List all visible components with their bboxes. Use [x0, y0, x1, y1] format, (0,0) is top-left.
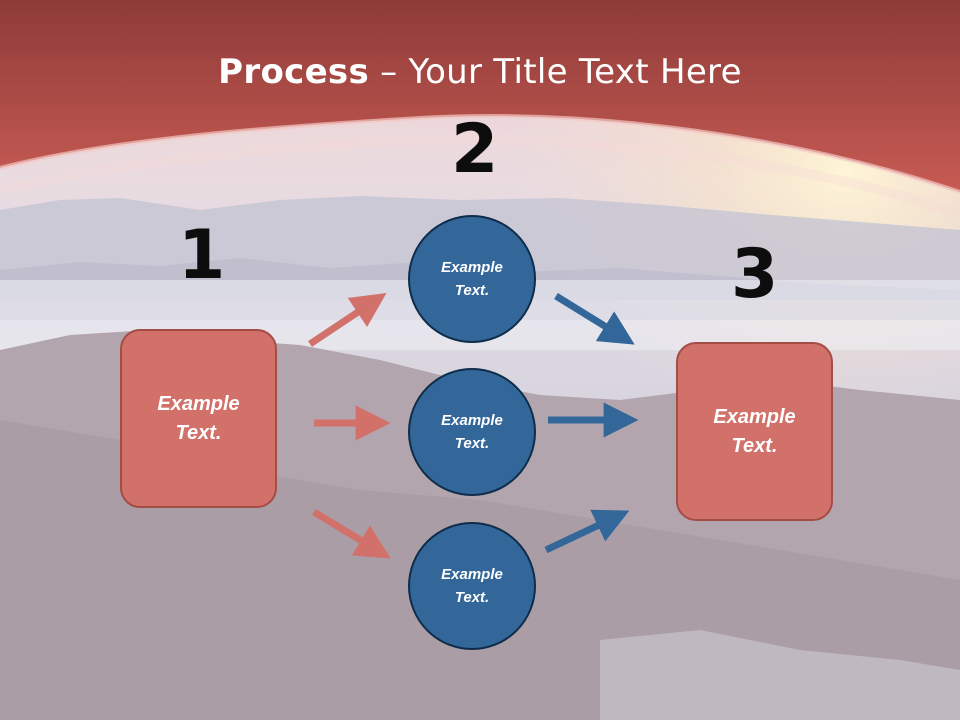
step-3-box: Example Text. — [676, 342, 833, 521]
step-3-number: 3 — [731, 235, 779, 314]
arrow-2a-to-3 — [554, 293, 635, 345]
arrow-1-to-2c — [312, 509, 391, 559]
step-1-box: Example Text. — [120, 329, 277, 508]
title-bold: Process — [218, 52, 370, 92]
step-1-number: 1 — [178, 216, 226, 295]
arrow-2c-to-3 — [544, 509, 630, 554]
step-2-circle-bottom: Example Text. — [408, 522, 536, 650]
arrow-1-to-2a — [308, 293, 387, 347]
step-2-circle-middle: Example Text. — [408, 368, 536, 496]
title-rest: – Your Title Text Here — [369, 52, 742, 92]
slide-title: Process – Your Title Text Here — [0, 52, 960, 92]
step-2-number: 2 — [451, 110, 499, 189]
step-2-circle-top: Example Text. — [408, 215, 536, 343]
